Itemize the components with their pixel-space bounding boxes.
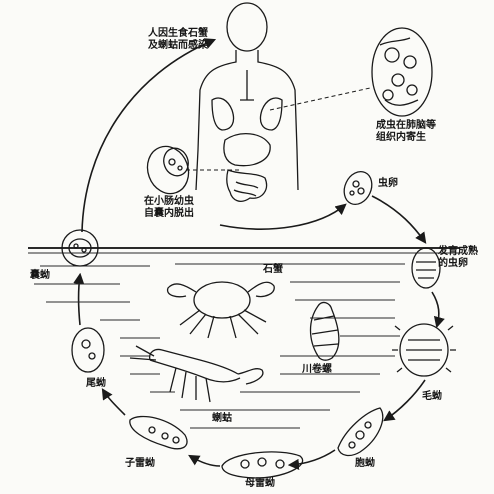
matured-egg-drawing: [411, 247, 441, 289]
label-crayfish: 蝲蛄: [212, 413, 232, 424]
arrow-infection-to-human: [81, 38, 217, 233]
cycle-arrows: [73, 38, 445, 470]
label-crab: 石蟹: [263, 264, 283, 275]
arrow-egg-to-matured: [371, 195, 427, 244]
label-excyst: 在小肠幼虫自囊内脱出: [144, 196, 194, 219]
sporocyst-drawing: [337, 407, 384, 457]
label-metacercaria: 囊蚴: [30, 270, 50, 281]
snail-drawing: [309, 301, 340, 361]
excysting-larva: [146, 145, 190, 195]
crayfish-drawing: [129, 345, 264, 403]
egg-drawing: [343, 170, 373, 206]
mother-redia-drawing: [221, 451, 304, 479]
miracidium-drawing: [392, 323, 456, 377]
label-adult-parasite: 成虫在肺脑等组织内寄生: [376, 120, 436, 143]
water-surface: [28, 247, 460, 429]
label-egg: 虫卵: [378, 178, 398, 189]
label-snail: 川卷螺: [302, 364, 332, 375]
cercaria-drawing: [71, 327, 105, 373]
arrow-sporocyst-to-mother: [287, 449, 336, 470]
label-mother-redia: 母雷蚴: [245, 478, 275, 489]
arrow-mother-to-daughter: [188, 454, 221, 467]
label-matured-egg: 发育成熟的虫卵: [438, 246, 478, 269]
daughter-redia-drawing: [129, 415, 188, 450]
arrow-miracidium-to-sporocyst: [383, 379, 426, 422]
label-cercaria: 尾蚴: [86, 378, 106, 389]
crab-drawing: [166, 281, 275, 339]
arrow-human-to-egg: [219, 203, 347, 230]
metacercaria-drawing: [61, 229, 99, 267]
label-sporocyst: 胞蚴: [355, 458, 375, 469]
leader-lines: [186, 87, 371, 171]
label-daughter-redia: 子雷蚴: [125, 458, 155, 469]
arrow-cercaria-to-metacercaria: [73, 272, 85, 326]
adult-worm: [371, 27, 433, 117]
human-figure: [195, 2, 299, 202]
arrow-daughter-to-cercaria: [101, 388, 126, 416]
label-infection: 人因生食石蟹及蝲蛄而感染: [148, 28, 208, 51]
arrow-matured-to-miracidium: [431, 291, 445, 329]
label-miracidium: 毛蚴: [422, 391, 442, 402]
